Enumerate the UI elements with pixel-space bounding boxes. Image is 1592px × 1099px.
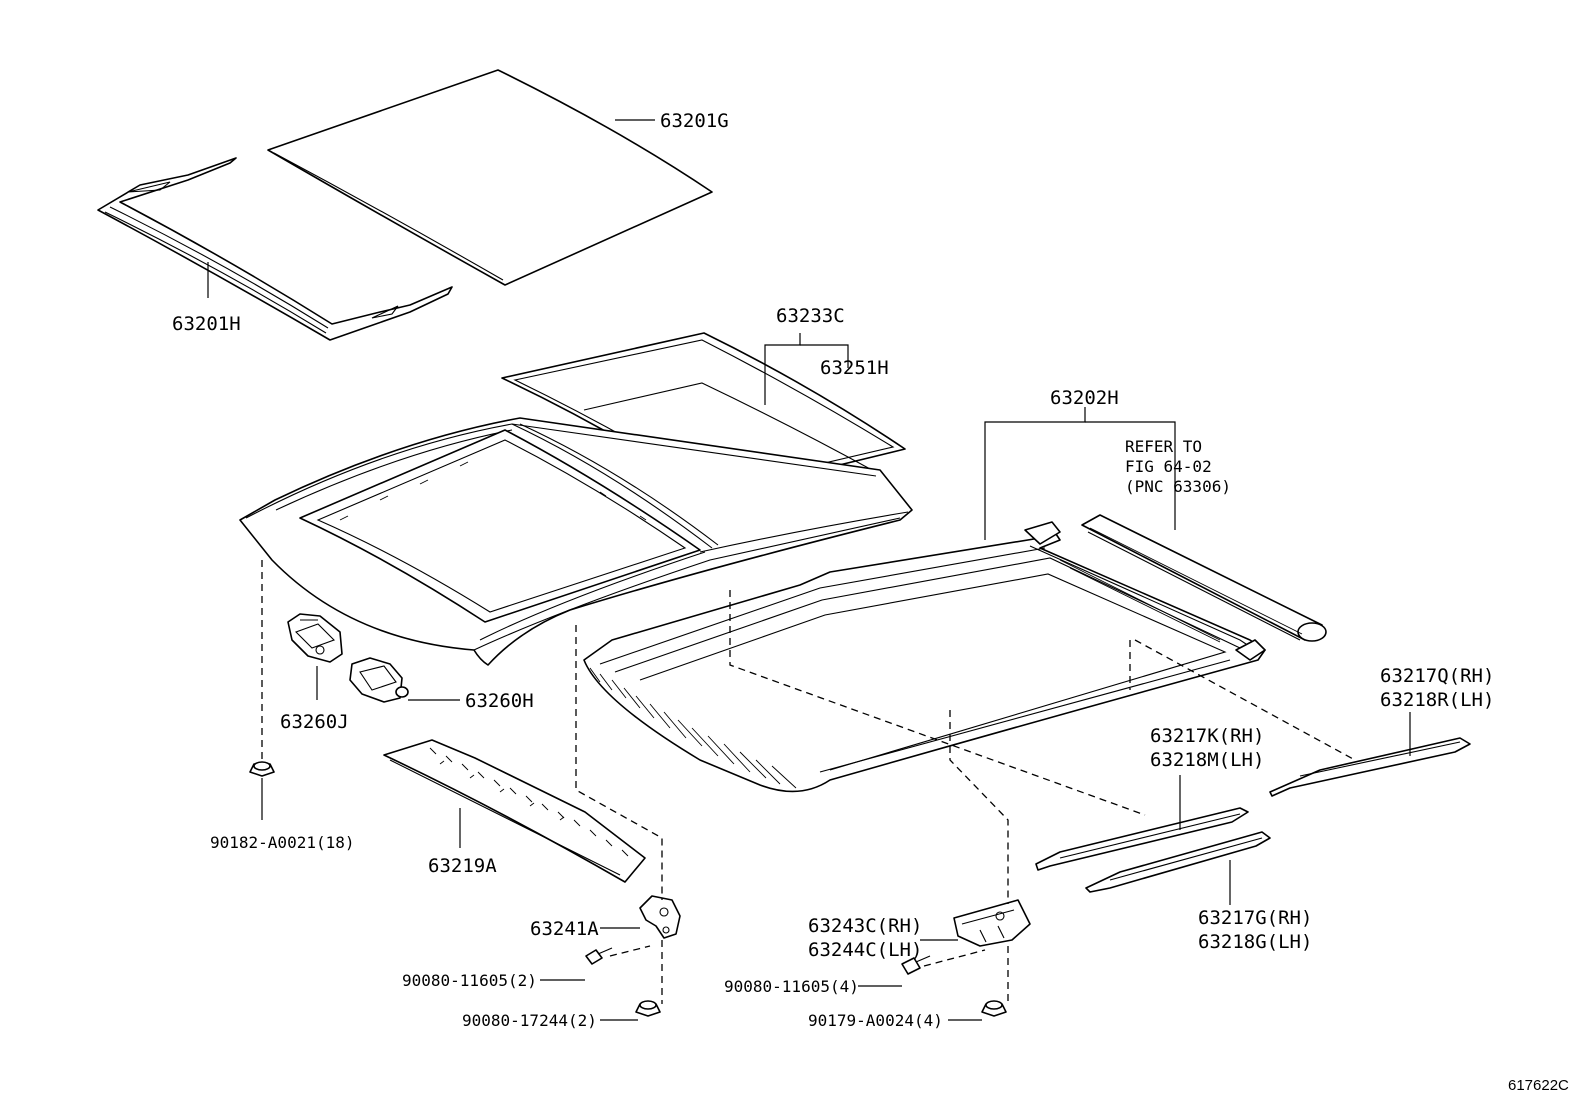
label-bolt-a: 90080-11605(2)	[402, 971, 537, 990]
label-drive-motor: 63260H	[465, 690, 534, 712]
label-refer-line2: FIG 64-02	[1125, 457, 1212, 476]
label-glass-weatherstrip: 63233C	[776, 305, 845, 327]
roof-body-part[interactable]	[239, 417, 913, 666]
label-housing: 63202H	[1050, 387, 1119, 409]
figure-id: 617622C	[1508, 1077, 1569, 1094]
roof-strip-part[interactable]	[97, 157, 453, 341]
nut-b-part[interactable]	[981, 1000, 1007, 1017]
nut-a-part[interactable]	[635, 1000, 661, 1017]
clip-part[interactable]	[249, 761, 275, 777]
label-bolt-b: 90080-11605(4)	[724, 977, 859, 996]
label-bracket-lh: 63244C(LH)	[808, 939, 922, 961]
deflector-part[interactable]	[383, 739, 646, 883]
label-refer-line1: REFER TO	[1125, 437, 1202, 456]
label-bracket: 63241A	[530, 918, 599, 940]
label-nut-a: 90080-17244(2)	[462, 1011, 597, 1030]
label-drive-sub: 63260J	[280, 711, 349, 733]
label-rail-m-lh: 63218M(LH)	[1150, 749, 1264, 771]
drive-motor-j-part[interactable]	[287, 613, 343, 663]
rail-q-r-part[interactable]	[1269, 737, 1471, 797]
label-rail-r-lh: 63218R(LH)	[1380, 689, 1494, 711]
bolt-a-part[interactable]	[585, 947, 613, 965]
label-bracket-rh: 63243C(RH)	[808, 915, 922, 937]
sunshade-roll-part[interactable]	[1081, 514, 1327, 642]
label-nut-b: 90179-A0024(4)	[808, 1011, 943, 1030]
label-clip: 90182-A0021(18)	[210, 833, 355, 852]
label-refer-line3: (PNC 63306)	[1125, 477, 1231, 496]
drive-motor-h-part[interactable]	[349, 657, 409, 703]
label-glass-sub: 63251H	[820, 357, 889, 379]
bracket-rh-lh-part[interactable]	[953, 899, 1031, 947]
label-rail-g-rh: 63217G(RH)	[1198, 907, 1312, 929]
label-rail-q-rh: 63217Q(RH)	[1380, 665, 1494, 687]
roof-panel-part[interactable]	[267, 69, 713, 286]
label-roof-panel-sub: 63201H	[172, 313, 241, 335]
rail-k-m-part[interactable]	[1035, 807, 1249, 871]
bracket-a-part[interactable]	[639, 895, 681, 939]
rail-g-part[interactable]	[1085, 831, 1271, 893]
bolt-b-part[interactable]	[901, 955, 931, 975]
label-roof-panel: 63201G	[660, 110, 729, 132]
label-rail-g-lh: 63218G(LH)	[1198, 931, 1312, 953]
sunroof-housing-part[interactable]	[583, 521, 1266, 793]
label-deflector: 63219A	[428, 855, 497, 877]
label-rail-k-rh: 63217K(RH)	[1150, 725, 1264, 747]
